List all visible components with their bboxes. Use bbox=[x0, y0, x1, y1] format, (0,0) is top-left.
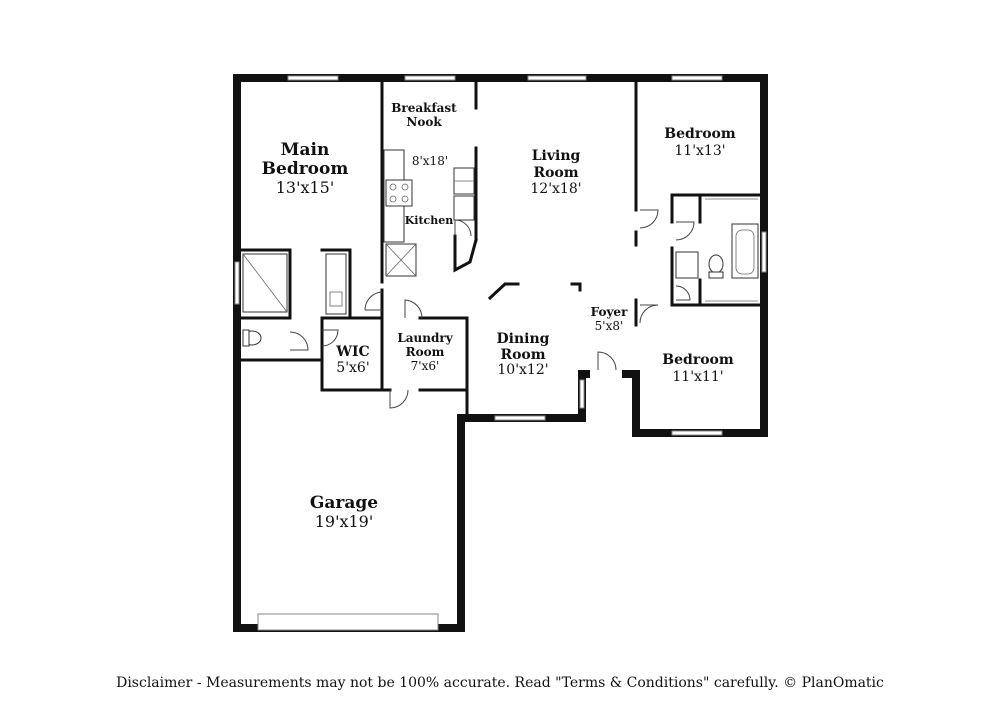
foyer-dim: 5'x8' bbox=[595, 319, 624, 333]
living-room-label: Living bbox=[532, 148, 581, 164]
door-swing bbox=[597, 351, 617, 371]
wic-dim: 5'x6' bbox=[336, 360, 369, 376]
living-room-dim: 12'x18' bbox=[530, 181, 581, 197]
main-bedroom-label: Bedroom bbox=[262, 159, 349, 179]
bedroom-top-dim: 11'x13' bbox=[674, 143, 725, 159]
wic-label: WIC bbox=[335, 344, 369, 360]
doors bbox=[289, 209, 695, 409]
hall-toilet-icon bbox=[708, 254, 724, 274]
door-swing bbox=[404, 299, 423, 319]
door-swing bbox=[454, 219, 472, 237]
hall-vanity-icon bbox=[675, 251, 699, 279]
bedroom-bottom-label: Bedroom bbox=[662, 352, 734, 368]
door-swing bbox=[675, 285, 691, 301]
breakfast-nook-label: Breakfast bbox=[391, 101, 457, 115]
range-icon bbox=[385, 179, 413, 207]
dining-room-label: Dining bbox=[497, 331, 550, 347]
kitchen-dim: 8'x18' bbox=[412, 154, 448, 168]
breakfast-nook-label: Nook bbox=[406, 115, 442, 129]
windows bbox=[234, 75, 767, 631]
bedroom-bottom-dim: 11'x11' bbox=[672, 369, 723, 385]
interior-walls bbox=[239, 80, 762, 416]
door-swing bbox=[639, 209, 659, 229]
laundry-room-dim: 7'x6' bbox=[411, 359, 440, 373]
door-swing bbox=[675, 221, 695, 241]
dining-room-label: Room bbox=[500, 347, 545, 363]
fixtures bbox=[242, 149, 759, 347]
foyer-label: Foyer bbox=[591, 305, 628, 319]
garage-dim: 19'x19' bbox=[315, 512, 374, 531]
laundry-room-label: Laundry bbox=[397, 331, 453, 345]
door-swing bbox=[289, 331, 309, 351]
door-swing bbox=[321, 329, 339, 347]
door-swing bbox=[639, 304, 659, 324]
laundry-room-label: Room bbox=[406, 345, 445, 359]
bedroom-top-label: Bedroom bbox=[664, 126, 736, 142]
disclaimer-text: Disclaimer - Measurements may not be 100… bbox=[116, 675, 884, 691]
vanity-sink-icon bbox=[325, 253, 347, 315]
kitchen-label: Kitchen bbox=[405, 214, 454, 227]
main-bedroom-dim: 13'x15' bbox=[276, 178, 335, 197]
main-bedroom-label: Main bbox=[281, 140, 330, 160]
dining-room-dim: 10'x12' bbox=[497, 362, 548, 378]
door-swing bbox=[389, 389, 409, 409]
door-swing bbox=[364, 291, 383, 311]
garage-label: Garage bbox=[310, 493, 378, 513]
room-labels: Main Bedroom 13'x15' Breakfast Nook 8'x1… bbox=[262, 101, 736, 531]
living-room-label: Room bbox=[533, 165, 578, 181]
